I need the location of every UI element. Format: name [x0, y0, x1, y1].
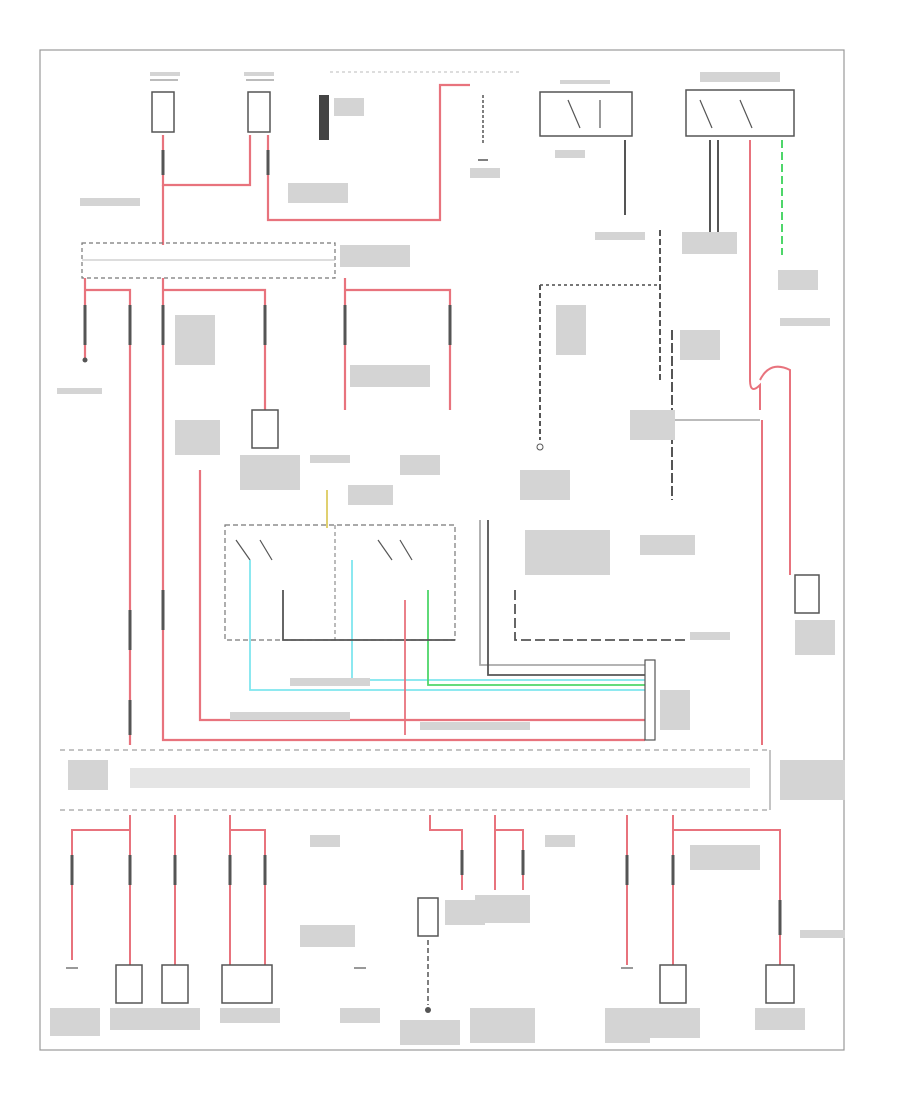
- diagram-border: [39, 49, 845, 1051]
- fuse-block-lower: [60, 749, 771, 811]
- power-wires-fuse-block: [83, 278, 645, 745]
- connector-marks: [83, 150, 452, 735]
- power-wires-top: [161, 83, 470, 245]
- power-wires-lower: [71, 815, 781, 965]
- battery-fuse-block-1: [150, 79, 178, 133]
- signal-wires: [249, 520, 685, 735]
- accessory-relay-box: [685, 89, 795, 137]
- ground-g2: [82, 357, 88, 363]
- relay-center-component: [251, 409, 279, 449]
- ground-wire-lower: [425, 940, 431, 1013]
- fuse-block-upper: [81, 242, 336, 279]
- ignition-relay-box: [539, 91, 633, 137]
- right-side-wires: [539, 140, 791, 745]
- fusible-link: [319, 95, 329, 140]
- ground-g1: [478, 95, 488, 161]
- label-marks: [50, 72, 845, 1045]
- lower-components: [115, 897, 795, 1004]
- harness-connector-module: [644, 659, 656, 741]
- lower-connector-marks: [70, 850, 782, 935]
- battery-fuse-block-2: [246, 79, 274, 133]
- right-side-components: [536, 443, 820, 614]
- ignition-switch-assembly: [224, 524, 456, 641]
